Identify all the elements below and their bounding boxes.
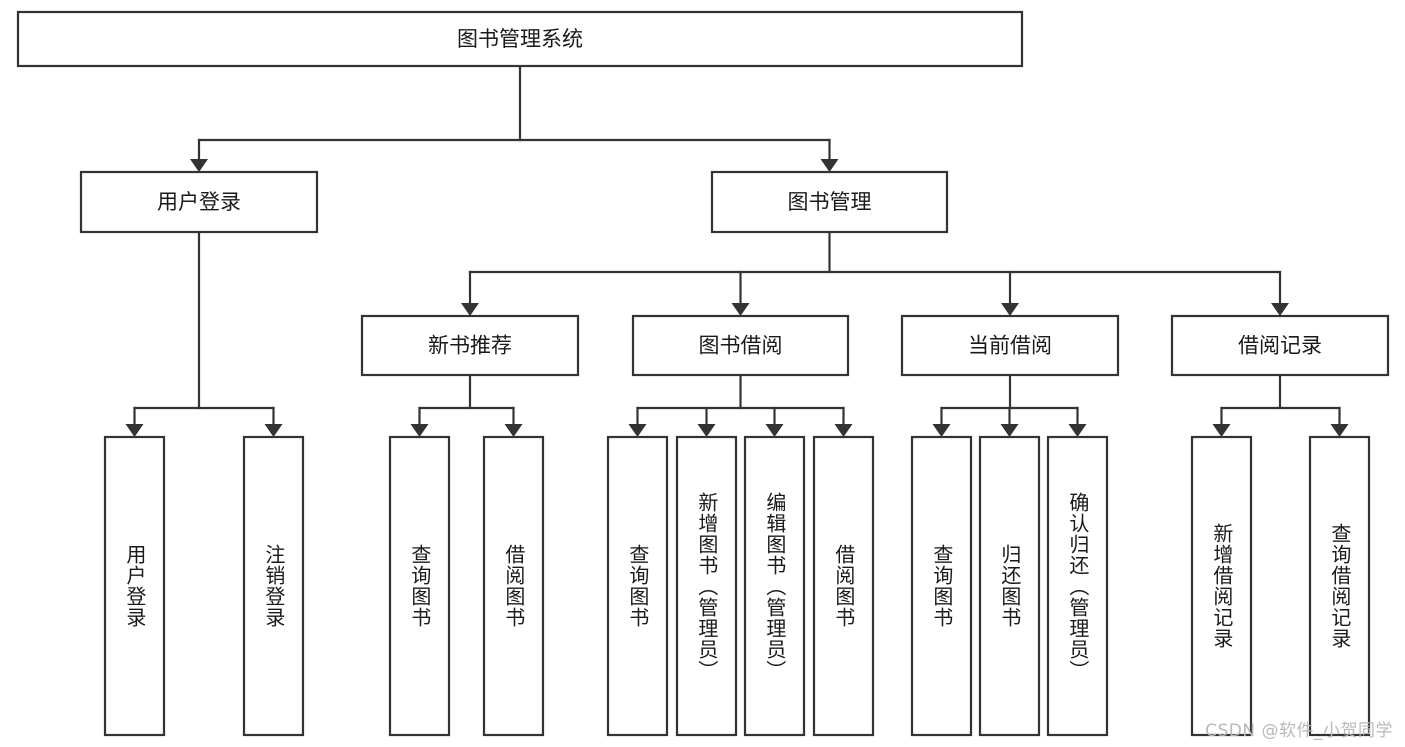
watermark-text: CSDN @软件_小贺同学 <box>1205 721 1393 741</box>
node-layer <box>16 10 1390 737</box>
node-label-current: 当前借阅 <box>968 334 1052 358</box>
arrow-head-leaf-c-query <box>932 424 951 437</box>
node-box-records[interactable] <box>1170 314 1390 377</box>
node-box-leaf-c-confirm[interactable] <box>1046 435 1109 737</box>
node-box-leaf-r-add[interactable] <box>1190 435 1253 737</box>
node-box-leaf-b-query[interactable] <box>606 435 669 737</box>
node-box-borrow[interactable] <box>631 314 850 377</box>
node-box-leaf-b-edit[interactable] <box>743 435 806 737</box>
node-box-leaf-c-query[interactable] <box>910 435 973 737</box>
node-box-current[interactable] <box>900 314 1120 377</box>
node-box-leaf-new-borrow[interactable] <box>482 435 545 737</box>
arrow-head-leaf-new-query <box>410 424 429 437</box>
node-label-records: 借阅记录 <box>1238 334 1322 358</box>
arrow-head-bookmgmt <box>820 159 839 172</box>
arrow-head-leaf-user-login <box>125 424 144 437</box>
arrow-head-leaf-r-add <box>1212 424 1231 437</box>
node-label-borrow: 图书借阅 <box>699 334 783 358</box>
node-label-login: 用户登录 <box>157 190 241 214</box>
node-box-leaf-logout[interactable] <box>242 435 305 737</box>
node-box-leaf-c-return[interactable] <box>978 435 1041 737</box>
arrow-head-leaf-new-borrow <box>504 424 523 437</box>
node-box-leaf-b-add[interactable] <box>675 435 738 737</box>
arrow-head-leaf-b-edit <box>765 424 784 437</box>
connector-layer <box>125 64 1349 437</box>
arrow-head-leaf-logout <box>264 424 283 437</box>
node-box-root[interactable] <box>16 10 1024 68</box>
arrow-head-leaf-c-return <box>1000 424 1019 437</box>
arrow-head-leaf-c-confirm <box>1068 424 1087 437</box>
arrow-head-leaf-b-borrow <box>834 424 853 437</box>
arrow-head-leaf-b-add <box>697 424 716 437</box>
node-box-login[interactable] <box>79 170 319 234</box>
arrow-head-login <box>190 159 208 172</box>
arrow-head-leaf-r-query <box>1330 424 1349 437</box>
arrow-head-leaf-b-query <box>628 424 647 437</box>
arrow-head-records <box>1271 303 1289 316</box>
node-box-leaf-r-query[interactable] <box>1308 435 1371 737</box>
arrow-head-borrow <box>731 303 750 316</box>
arrow-head-current <box>1001 303 1019 316</box>
node-box-leaf-user-login[interactable] <box>103 435 166 737</box>
arrow-head-newbook <box>461 303 479 316</box>
node-box-newbook[interactable] <box>360 314 580 377</box>
node-box-leaf-new-query[interactable] <box>388 435 451 737</box>
node-label-bookmgmt: 图书管理 <box>788 190 872 214</box>
node-box-bookmgmt[interactable] <box>710 170 949 234</box>
node-box-leaf-b-borrow[interactable] <box>812 435 875 737</box>
node-label-newbook: 新书推荐 <box>428 334 512 358</box>
node-label-root: 图书管理系统 <box>457 27 583 51</box>
